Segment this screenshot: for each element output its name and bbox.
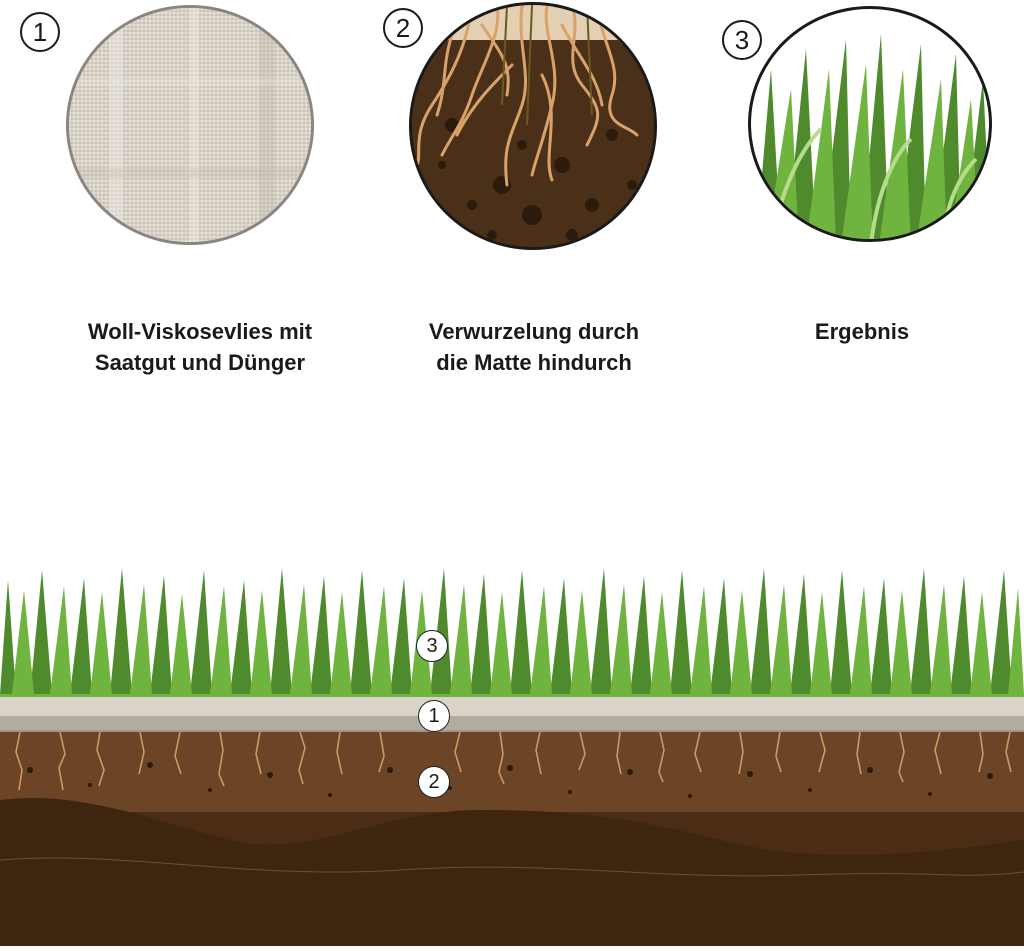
cross-section-illustration xyxy=(0,568,1024,946)
layer-badge-3: 3 xyxy=(416,630,448,662)
roots-layer xyxy=(15,731,1012,791)
fleece-mat xyxy=(0,694,1024,716)
number-badge-3: 3 xyxy=(722,20,762,60)
caption-fleece: Woll-Viskosevlies mit Saatgut und Dünger xyxy=(50,316,350,378)
caption-line: Woll-Viskosevlies mit xyxy=(87,319,313,344)
number-badge-2: 2 xyxy=(383,8,423,48)
soil-particles xyxy=(27,762,993,798)
caption-line: Saatgut und Dünger xyxy=(94,350,306,375)
caption-line: Ergebnis xyxy=(814,319,910,344)
roots-circle xyxy=(409,2,657,250)
caption-result: Ergebnis xyxy=(712,316,1012,347)
caption-roots: Verwurzelung durch die Matte hindurch xyxy=(384,316,684,378)
caption-line: die Matte hindurch xyxy=(436,350,632,375)
layer-badge-1: 1 xyxy=(418,700,450,732)
layer-badge-2: 2 xyxy=(418,766,450,798)
caption-line: Verwurzelung durch xyxy=(428,319,640,344)
fleece-texture xyxy=(69,8,311,242)
result-circle xyxy=(748,6,992,242)
cross-section: 3 1 2 xyxy=(0,560,1024,946)
grass-layer xyxy=(0,568,1024,694)
soil-top xyxy=(0,732,1024,812)
grass-closeup xyxy=(756,34,989,239)
soil-dark-layer xyxy=(0,798,1024,946)
fleece-circle xyxy=(66,5,314,245)
roots-illustration xyxy=(412,5,654,247)
number-badge-1: 1 xyxy=(20,12,60,52)
